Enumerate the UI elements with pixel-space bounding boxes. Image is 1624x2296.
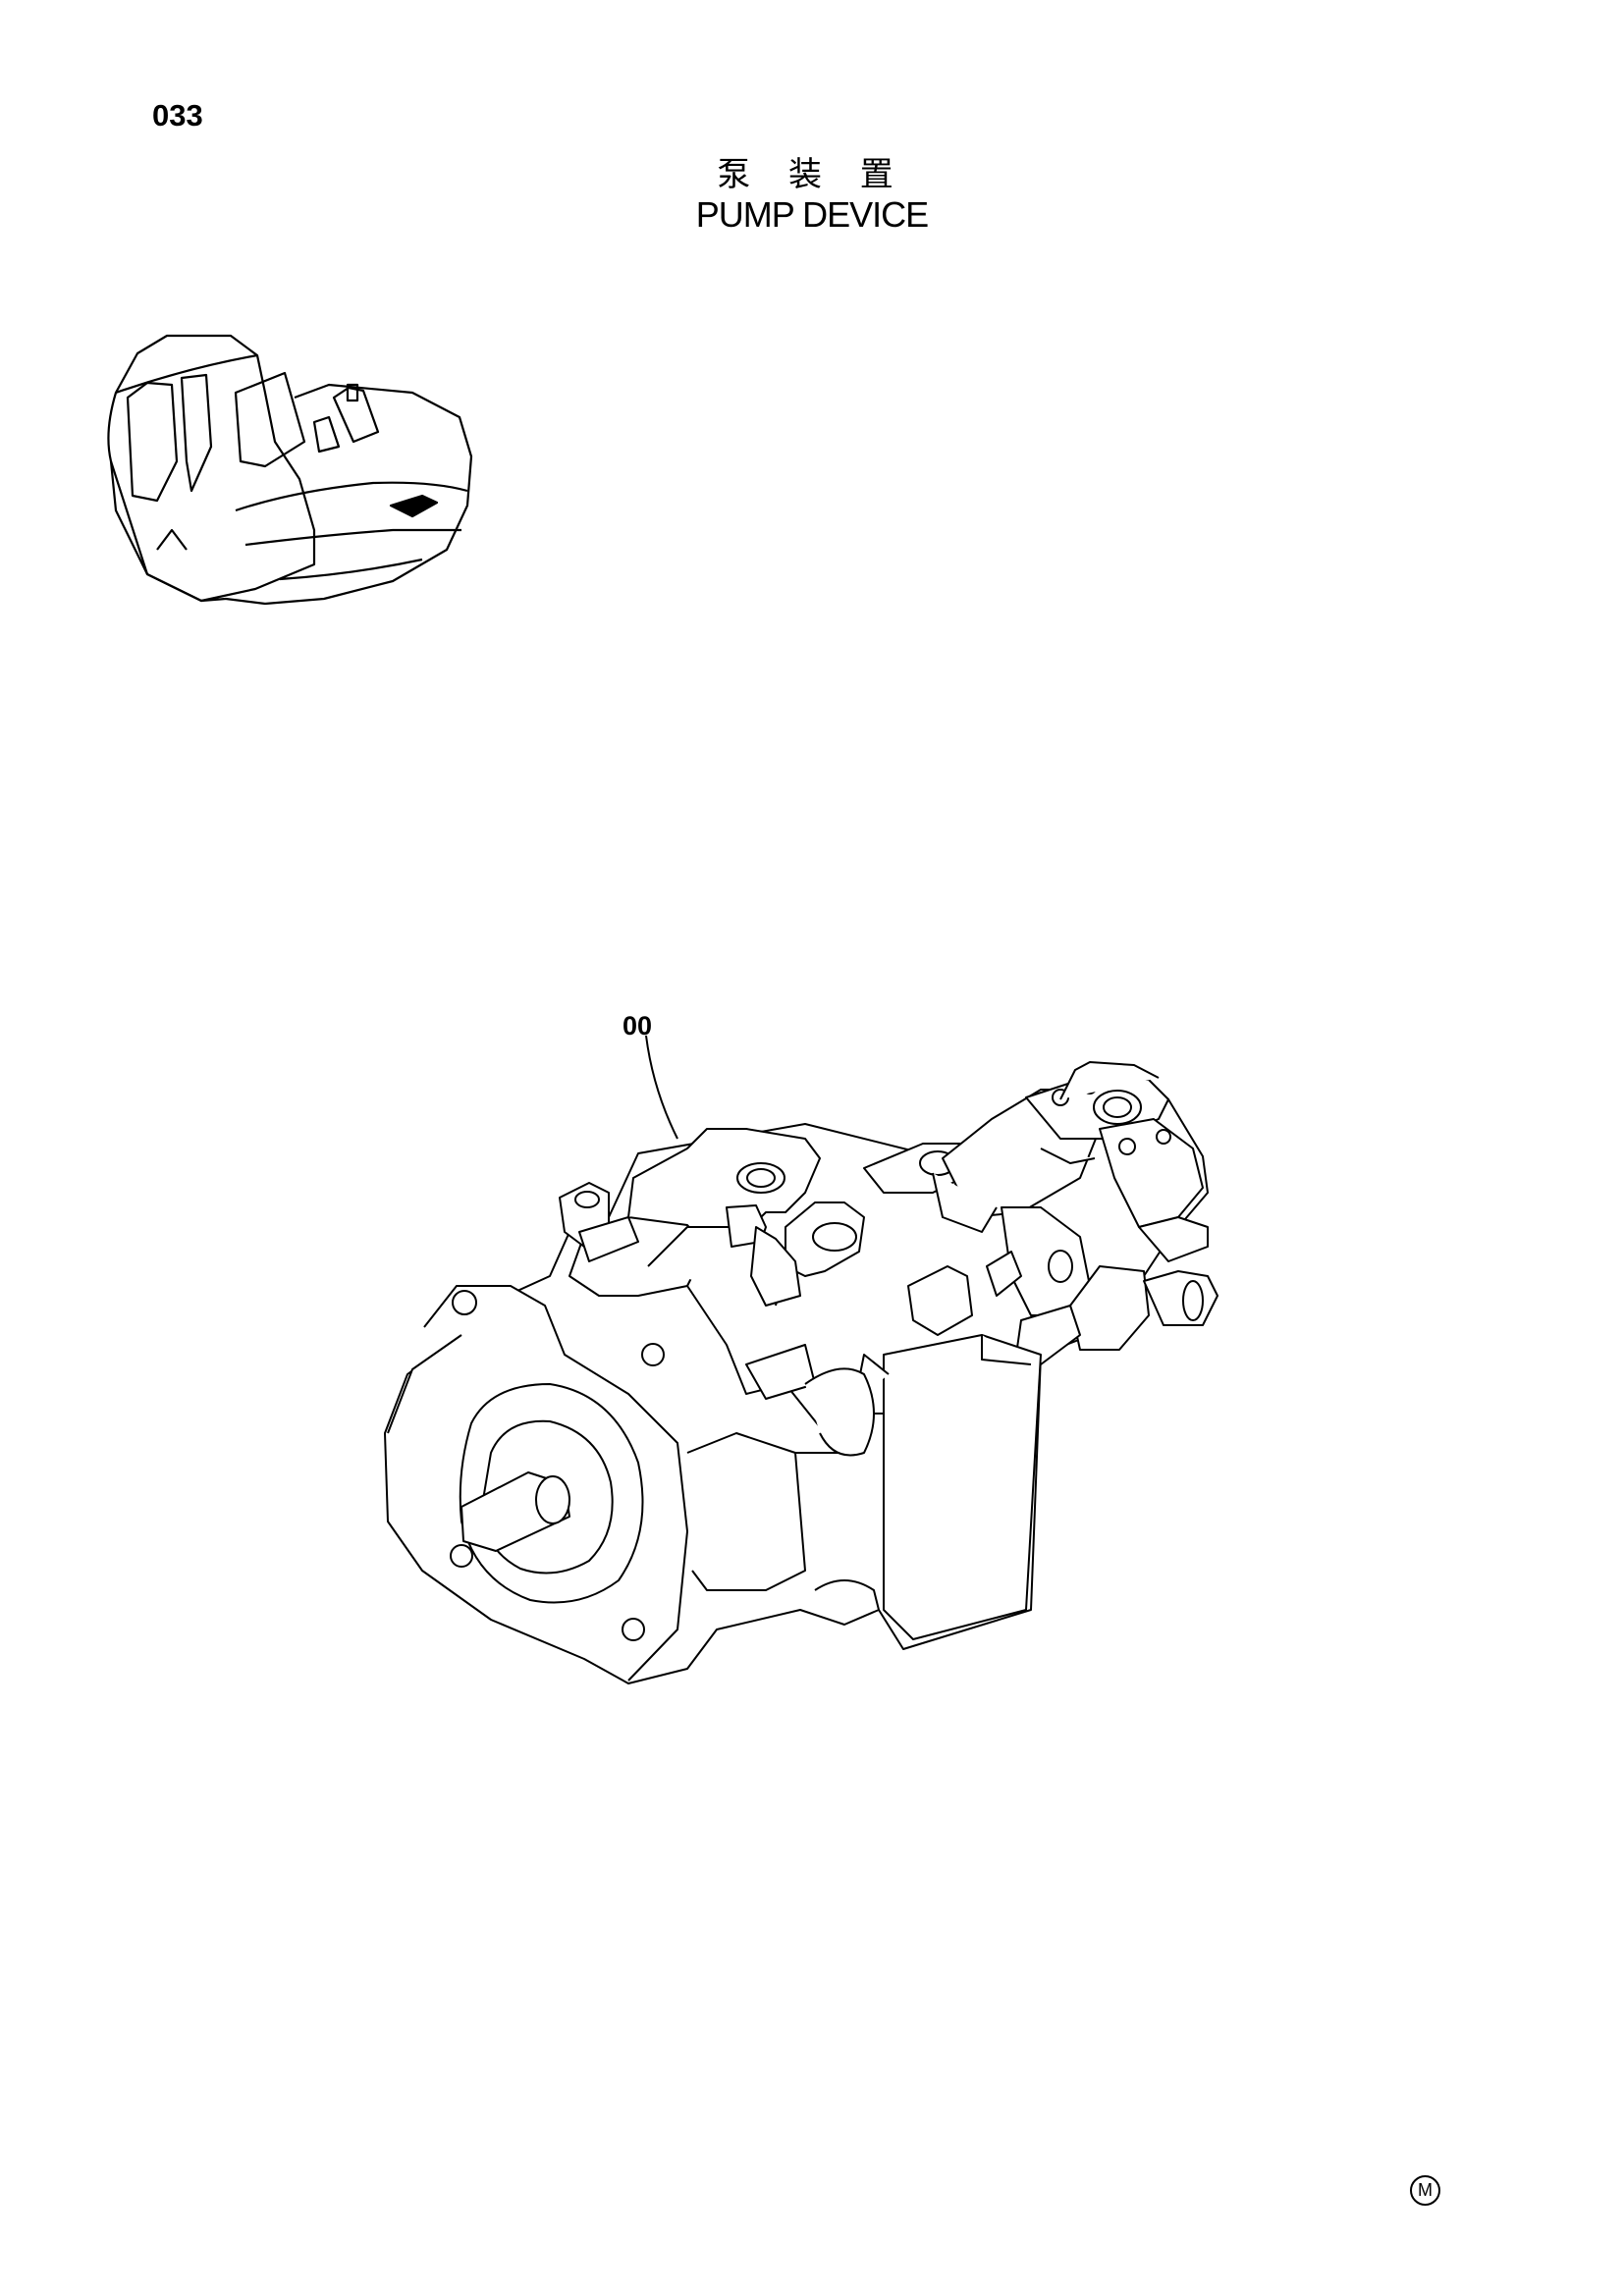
callout-label: 00 (623, 1011, 653, 1041)
leader-line (645, 1035, 678, 1140)
title-english: PUMP DEVICE (695, 194, 929, 235)
page-number: 033 (152, 98, 203, 133)
excavator-overview-icon (107, 334, 473, 606)
title-chinese: 泵 装 置 (717, 155, 907, 194)
pump-assembly-drawing (384, 1061, 1218, 1684)
m-circle-mark: M (1410, 2175, 1440, 2206)
